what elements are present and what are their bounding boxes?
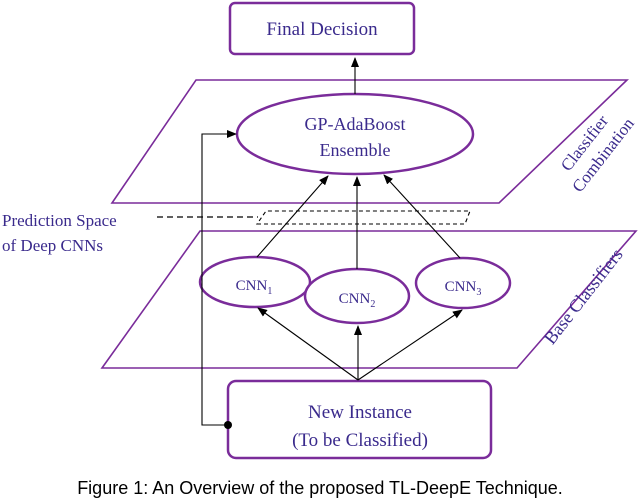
- cnn1-node: [198, 255, 312, 309]
- cnn2-label: CNN2: [339, 291, 376, 310]
- new-instance-label-line2: (To be Classified): [292, 430, 428, 451]
- cnn1-label: CNN1: [236, 278, 273, 297]
- prediction-space-label-line1: Prediction Space: [2, 211, 117, 230]
- base-classifiers-label: Base Classifiers: [540, 245, 627, 348]
- arrow-instance-to-cnn3: [357, 309, 463, 381]
- ensemble-label-line2: Ensemble: [320, 140, 391, 160]
- base-classifiers-plane: [100, 230, 638, 369]
- final-decision-label: Final Decision: [266, 19, 378, 40]
- cnn3-node: [414, 256, 512, 310]
- cnn3-label: CNN3: [445, 279, 482, 298]
- ensemble-label-line1: GP-AdaBoost: [304, 114, 405, 134]
- prediction-space-region: [255, 210, 471, 225]
- new-instance-label-line1: New Instance: [308, 402, 412, 423]
- arrow-cnn3-to-ensemble: [383, 174, 461, 259]
- classifier-combination-label: Classifier Combination: [551, 100, 638, 196]
- arrow-instance-to-cnn1: [257, 307, 359, 381]
- new-instance-box: [226, 379, 493, 460]
- figure-caption: Figure 1: An Overview of the proposed TL…: [77, 478, 563, 498]
- arrow-cnn1-to-ensemble: [256, 175, 329, 258]
- arrow-instance-to-ensemble: [201, 130, 237, 426]
- prediction-space-label-line2: of Deep CNNs: [2, 236, 103, 255]
- classifier-combination-plane: [110, 79, 629, 204]
- ensemble-node: [235, 92, 475, 176]
- final-decision-box: [228, 1, 416, 56]
